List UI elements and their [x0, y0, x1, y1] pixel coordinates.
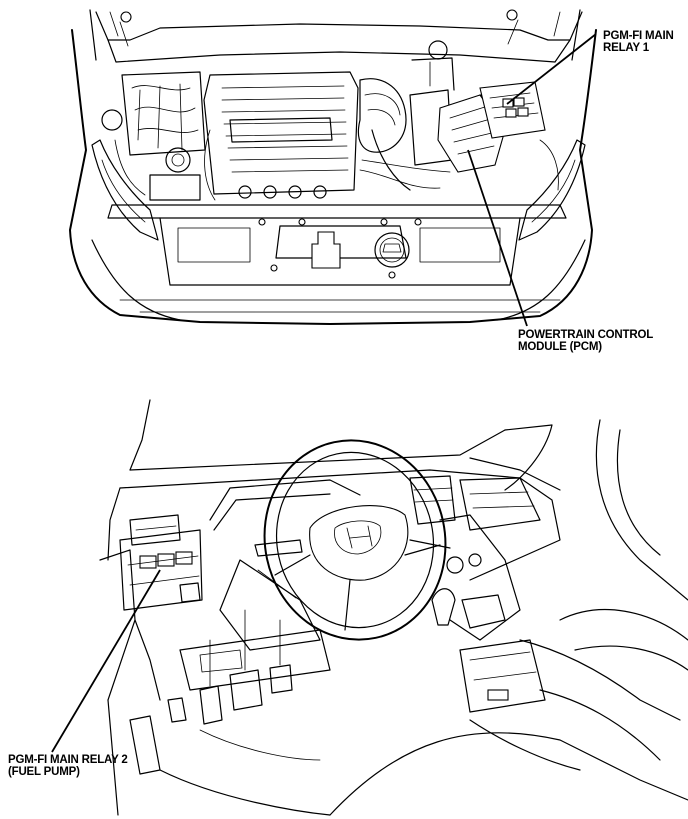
- relay1-label-line1: PGM-FI MAIN: [603, 30, 674, 42]
- relay2-leader: [51, 569, 161, 753]
- relay2-label: PGM-FI MAIN RELAY 2 (FUEL PUMP): [8, 754, 128, 778]
- relay2-label-line1: PGM-FI MAIN RELAY 2: [8, 754, 128, 766]
- pcm-label-line2: MODULE (PCM): [518, 341, 602, 353]
- pcm-leader: [467, 149, 528, 327]
- pcm-label: POWERTRAIN CONTROL MODULE (PCM): [518, 329, 653, 353]
- relay1-label: PGM-FI MAIN RELAY 1: [603, 30, 674, 54]
- relay2-label-line2: (FUEL PUMP): [8, 766, 80, 778]
- relay1-label-line2: RELAY 1: [603, 42, 649, 54]
- pcm-label-line1: POWERTRAIN CONTROL: [518, 329, 654, 341]
- relay1-leader: [506, 33, 597, 105]
